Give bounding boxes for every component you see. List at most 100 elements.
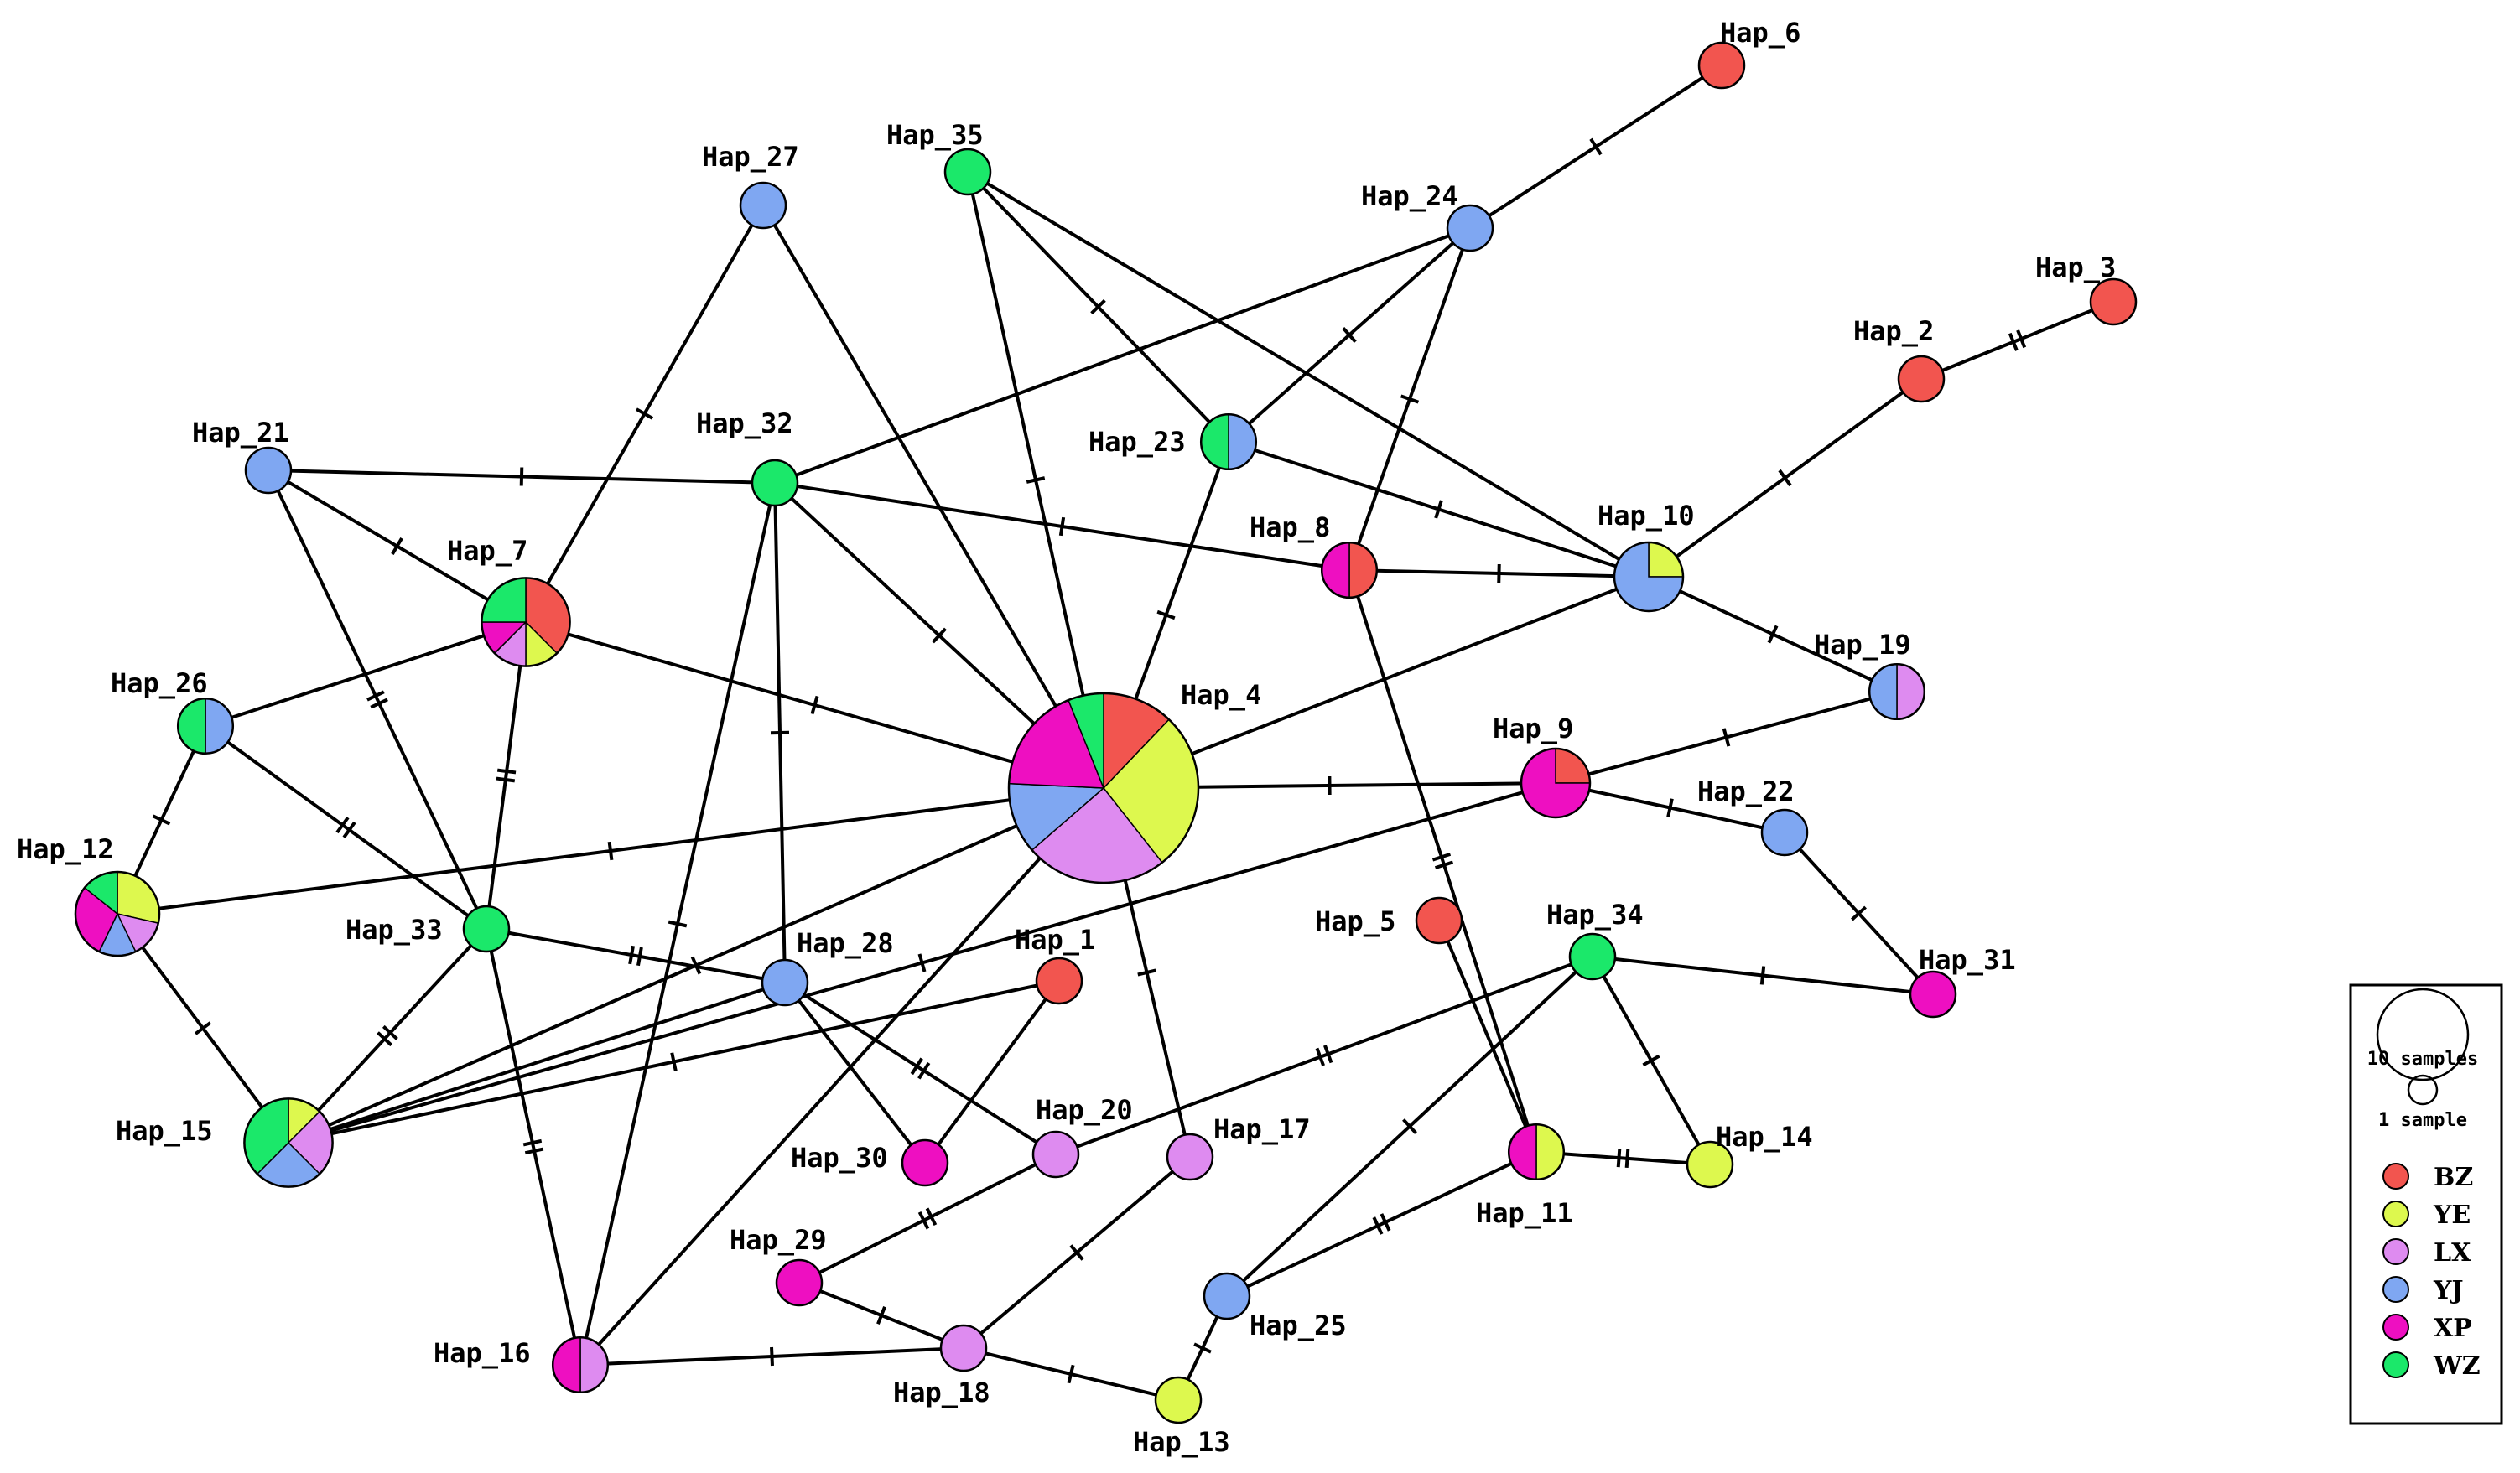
legend-item-wz: WZ xyxy=(2382,1351,2481,1381)
label-hap-27: Hap_27 xyxy=(702,141,799,173)
edge-Hap_3-Hap_2 xyxy=(1920,300,2114,381)
node-hap-19 xyxy=(1868,662,1926,721)
label-hap-16: Hap_16 xyxy=(434,1337,531,1369)
label-hap-19: Hap_19 xyxy=(1814,629,1911,661)
slice-yj xyxy=(762,960,808,1005)
edge-Hap_7-Hap_26 xyxy=(205,620,527,728)
mutation-tick xyxy=(1193,1342,1212,1354)
slice-lx xyxy=(941,1325,986,1371)
edge-Hap_7-Hap_4 xyxy=(525,620,1104,790)
label-hap-29: Hap_29 xyxy=(730,1224,827,1256)
mutation-tick xyxy=(668,920,688,928)
edge-Hap_28-Hap_15 xyxy=(288,981,786,1144)
legend-swatch-lx xyxy=(2382,1238,2409,1265)
label-hap-9: Hap_9 xyxy=(1493,713,1573,744)
slice-bz xyxy=(1416,898,1462,943)
node-hap-6 xyxy=(1697,41,1746,90)
edge-Hap_12-Hap_4 xyxy=(117,786,1104,915)
label-hap-25: Hap_25 xyxy=(1250,1310,1347,1341)
mutation-tick xyxy=(1342,326,1357,344)
legend-size-circle-small xyxy=(2407,1074,2439,1106)
node-hap-9 xyxy=(1520,747,1592,819)
node-hap-34 xyxy=(1568,932,1617,981)
node-hap-15 xyxy=(243,1097,334,1188)
mutation-tick xyxy=(1431,852,1452,862)
edge-Hap_34-Hap_31 xyxy=(1592,955,1934,996)
edge-Hap_8-Hap_11 xyxy=(1348,569,1538,1153)
mutation-tick xyxy=(917,1211,930,1230)
mutation-tick xyxy=(496,776,516,783)
label-hap-32: Hap_32 xyxy=(696,407,793,439)
mutation-tick xyxy=(366,690,385,702)
legend-swatch-ye xyxy=(2382,1201,2409,1227)
legend-item-yj: YJ xyxy=(2382,1276,2464,1305)
legend-label-yj: YJ xyxy=(2433,1276,2464,1305)
edge-Hap_8-Hap_10 xyxy=(1348,563,1650,583)
mutation-tick xyxy=(1851,905,1867,921)
mutation-tick xyxy=(1434,860,1454,870)
mutation-tick xyxy=(635,407,654,420)
label-hap-7: Hap_7 xyxy=(447,535,527,567)
edge-Hap_26-Hap_33 xyxy=(204,724,488,931)
label-hap-30: Hap_30 xyxy=(791,1142,888,1174)
legend-swatch-xp xyxy=(2382,1314,2409,1341)
label-hap-28: Hap_28 xyxy=(797,927,894,959)
edge-Hap_17-Hap_18 xyxy=(962,1155,1192,1350)
edge-Hap_33-Hap_28 xyxy=(486,927,786,984)
node-hap-8 xyxy=(1320,541,1379,599)
edge-Hap_9-Hap_19 xyxy=(1555,690,1898,785)
label-hap-35: Hap_35 xyxy=(886,119,984,151)
edge-Hap_21-Hap_33 xyxy=(267,469,488,930)
node-hap-3 xyxy=(2089,277,2138,326)
slice-xp xyxy=(1910,972,1956,1017)
label-hap-6: Hap_6 xyxy=(1720,17,1800,49)
edge-Hap_35-Hap_4 xyxy=(966,171,1105,789)
node-hap-27 xyxy=(739,181,787,230)
mutation-tick xyxy=(1090,298,1106,315)
edge-Hap_5-Hap_11 xyxy=(1437,920,1538,1153)
label-hap-26: Hap_26 xyxy=(111,667,208,699)
slice-bz xyxy=(2091,279,2136,324)
label-hap-20: Hap_20 xyxy=(1036,1094,1133,1126)
mutation-tick xyxy=(335,816,350,834)
node-hap-26 xyxy=(176,697,235,755)
legend-label-xp: XP xyxy=(2434,1314,2472,1343)
label-hap-11: Hap_11 xyxy=(1476,1197,1573,1229)
slice-yj xyxy=(1204,1273,1250,1319)
slice-yj xyxy=(1762,810,1807,855)
node-hap-14 xyxy=(1686,1140,1734,1189)
edge-Hap_27-Hap_4 xyxy=(761,204,1105,790)
mutation-tick xyxy=(194,1021,212,1035)
edge-Hap_27-Hap_7 xyxy=(524,205,765,623)
edge-Hap_35-Hap_10 xyxy=(966,170,1650,578)
mutation-tick xyxy=(917,953,927,972)
edge-Hap_18-Hap_13 xyxy=(963,1346,1179,1402)
edge-Hap_10-Hap_19 xyxy=(1648,575,1898,693)
edge-Hap_32-Hap_8 xyxy=(774,481,1350,572)
slice-lx xyxy=(1167,1134,1213,1180)
node-hap-22 xyxy=(1760,808,1809,857)
mutation-tick xyxy=(524,1147,544,1155)
slice-xp xyxy=(1321,542,1350,599)
mutation-tick xyxy=(1767,625,1779,644)
edge-Hap_11-Hap_14 xyxy=(1535,1149,1711,1168)
mutation-tick xyxy=(1642,1054,1660,1067)
label-hap-23: Hap_23 xyxy=(1089,426,1186,458)
slice-wz xyxy=(464,906,509,952)
node-hap-10 xyxy=(1613,541,1685,613)
edge-Hap_32-Hap_16 xyxy=(579,482,777,1366)
mutation-tick xyxy=(925,1207,938,1226)
edge-Hap_32-Hap_28 xyxy=(770,482,790,983)
edge-Hap_33-Hap_15 xyxy=(287,927,488,1144)
legend-box xyxy=(2349,983,2503,1425)
label-hap-12: Hap_12 xyxy=(17,833,114,865)
slice-lx xyxy=(1033,1132,1078,1177)
mutation-tick xyxy=(2008,332,2019,351)
slice-wz xyxy=(177,698,206,755)
mutation-tick xyxy=(1026,476,1046,484)
mutation-tick xyxy=(1624,1149,1630,1168)
mutation-tick xyxy=(1589,137,1603,156)
labels-layer: Hap_1Hap_2Hap_3Hap_4Hap_5Hap_6Hap_7Hap_8… xyxy=(17,17,2116,1458)
mutation-tick xyxy=(1069,1244,1084,1261)
